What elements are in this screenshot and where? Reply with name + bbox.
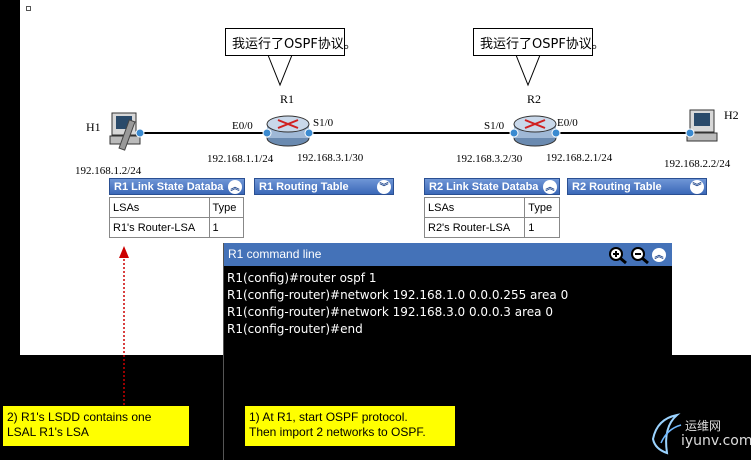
table-cell: 1 xyxy=(524,217,560,238)
r1-lsdb-table: LSAs Type R1's Router-LSA 1 xyxy=(109,197,245,238)
r1-lsdb-panel-header[interactable]: R1 Link State Databa ︽ xyxy=(109,178,245,195)
r1-speech-bubble: 我运行了OSPF协议。 xyxy=(225,28,357,56)
r2-lsdb-table: LSAs Type R2's Router-LSA 1 xyxy=(423,197,560,238)
r1-ip-right: 192.168.3.1/30 xyxy=(297,152,364,164)
table-header-row: LSAs Type xyxy=(423,197,560,218)
table-header: LSAs xyxy=(423,197,526,218)
r1-interface-left: E0/0 xyxy=(232,120,253,132)
h1-label: H1 xyxy=(86,120,101,134)
r2-lsdb-title: R2 Link State Databa xyxy=(429,181,539,193)
table-cell: 1 xyxy=(208,217,245,238)
command-line-title: R1 command line xyxy=(228,247,322,261)
r2-speech-bubble: 我运行了OSPF协议。 xyxy=(473,28,605,56)
table-row: R2's Router-LSA 1 xyxy=(423,217,560,238)
zoom-in-icon[interactable] xyxy=(608,246,628,264)
r2-interface-right: E0/0 xyxy=(557,117,578,129)
table-row: R1's Router-LSA 1 xyxy=(109,217,245,238)
h2-ip: 192.168.2.2/24 xyxy=(664,158,731,170)
h2-computer-icon[interactable] xyxy=(685,109,718,142)
expand-chevron-icon[interactable]: ︾ xyxy=(377,180,391,194)
r2-bubble-tail xyxy=(515,54,541,87)
r2-router-icon[interactable] xyxy=(509,115,561,147)
r2-ip-left: 192.168.3.2/30 xyxy=(456,153,523,165)
ospf-start-note: 1) At R1, start OSPF protocol. Then impo… xyxy=(244,405,456,447)
canvas-corner-marker xyxy=(26,6,31,11)
command-line-header: R1 command line ︽ xyxy=(224,243,672,266)
collapse-chevron-icon[interactable]: ︽ xyxy=(652,248,666,262)
note-line: 1) At R1, start OSPF protocol. xyxy=(249,410,408,424)
table-cell: R2's Router-LSA xyxy=(423,217,526,238)
r1-lsdb-title: R1 Link State Databa xyxy=(114,181,224,193)
left-note-arrow xyxy=(119,246,129,405)
lsdb-note: 2) R1's LSDD contains one LSAL R1's LSA xyxy=(2,405,190,447)
r2-routing-table-title: R2 Routing Table xyxy=(572,181,662,193)
r1-routing-table-title: R1 Routing Table xyxy=(259,181,349,193)
r1-label: R1 xyxy=(280,92,295,106)
collapse-chevron-icon[interactable]: ︽ xyxy=(228,180,242,194)
watermark-logo-icon xyxy=(651,413,682,455)
note-line: Then import 2 networks to OSPF. xyxy=(249,425,426,439)
table-header: Type xyxy=(524,197,560,218)
table-cell: R1's Router-LSA xyxy=(109,217,210,238)
h1-computer-icon[interactable] xyxy=(109,112,145,151)
command-line-entry: R1(config-router)#end xyxy=(227,322,363,336)
r1-bubble-tail xyxy=(267,54,293,87)
r2-interface-left: S1/0 xyxy=(484,120,505,132)
r2-lsdb-panel-header[interactable]: R2 Link State Databa ︽ xyxy=(424,178,560,195)
command-line-entry: R1(config-router)#network 192.168.3.0 0.… xyxy=(227,305,553,319)
zoom-out-icon[interactable] xyxy=(630,246,650,264)
r2-ip-right: 192.168.2.1/24 xyxy=(546,152,613,164)
table-header: Type xyxy=(208,197,245,218)
r1-routing-table-panel-header[interactable]: R1 Routing Table ︾ xyxy=(254,178,394,195)
r1-ip-left: 192.168.1.1/24 xyxy=(207,153,274,165)
note-line: LSAL R1's LSA xyxy=(7,425,89,439)
r2-label: R2 xyxy=(527,92,542,106)
h1-ip: 192.168.1.2/24 xyxy=(75,165,142,177)
r2-routing-table-panel-header[interactable]: R2 Routing Table ︾ xyxy=(567,178,707,195)
command-output[interactable]: R1(config)#router ospf 1 R1(config-route… xyxy=(224,266,672,342)
command-line-entry: R1(config)#router ospf 1 xyxy=(227,271,377,285)
r1-interface-right: S1/0 xyxy=(313,117,334,129)
note-line: 2) R1's LSDD contains one xyxy=(7,410,152,424)
command-line-entry: R1(config-router)#network 192.168.1.0 0.… xyxy=(227,288,569,302)
site-watermark: 运维网 iyunv.com xyxy=(645,405,751,460)
watermark-text-domain: iyunv.com xyxy=(681,433,751,449)
collapse-chevron-icon[interactable]: ︽ xyxy=(543,180,557,194)
r1-router-icon[interactable] xyxy=(262,115,314,147)
watermark-text-cn: 运维网 xyxy=(685,419,722,433)
expand-chevron-icon[interactable]: ︾ xyxy=(690,180,704,194)
command-line-tools: ︽ xyxy=(608,246,666,264)
h2-label: H2 xyxy=(724,108,739,122)
table-header-row: LSAs Type xyxy=(109,197,245,218)
table-header: LSAs xyxy=(109,197,210,218)
